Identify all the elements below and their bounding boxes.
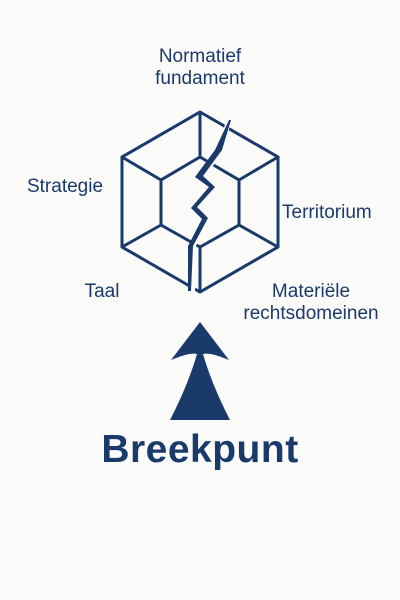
label-normatief-fundament: Normatief fundament — [100, 46, 300, 90]
spoke-top-left — [121, 155, 162, 182]
spoke-bottom-right — [238, 223, 279, 249]
label-materiele-rechtsdomeinen: Materiële rechtsdomeinen — [226, 281, 396, 325]
label-top-line1: Normatief — [158, 46, 242, 67]
spoke-top-right — [238, 155, 279, 182]
label-br-line2: rechtsdomeinen — [243, 303, 379, 324]
label-taal: Taal — [84, 281, 120, 302]
crack-icon — [188, 117, 232, 294]
label-top-line2: fundament — [155, 68, 245, 89]
label-territorium: Territorium — [282, 202, 372, 223]
title-breekpunt: Breekpunt — [101, 428, 299, 471]
up-arrow-icon — [170, 322, 230, 420]
spoke-bottom-left — [121, 223, 162, 249]
label-br-line1: Materiële — [271, 281, 351, 302]
label-strategie: Strategie — [26, 176, 104, 197]
